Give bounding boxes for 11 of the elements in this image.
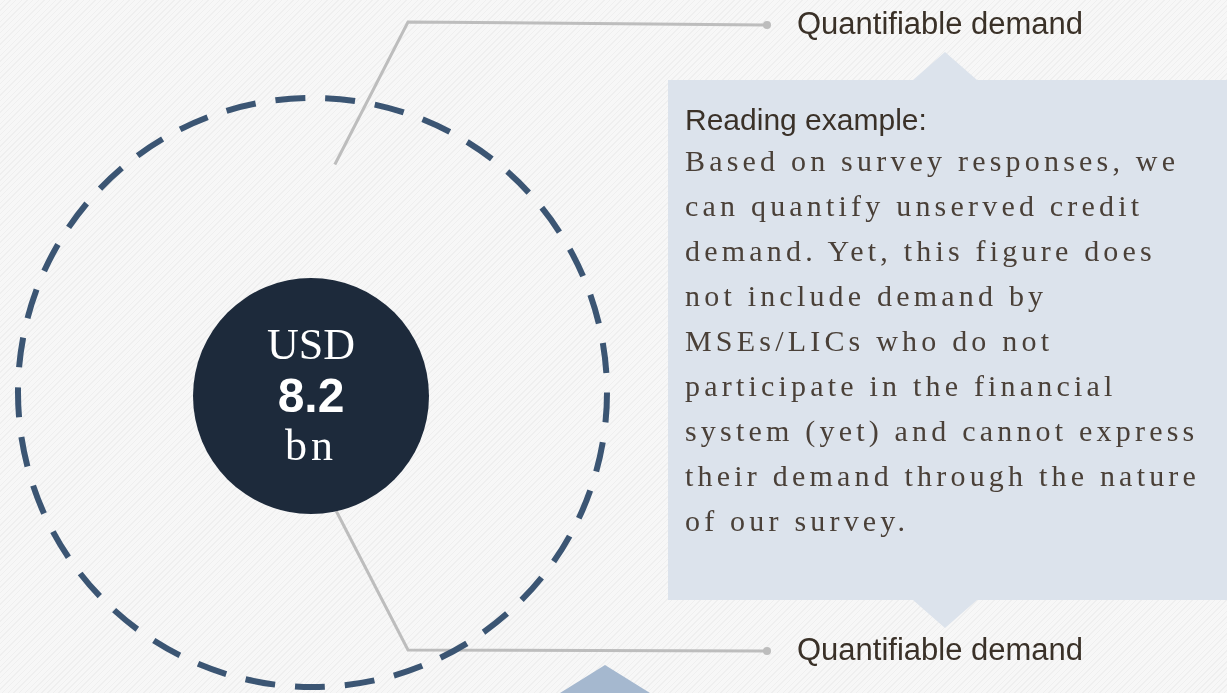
callout-heading: Reading example: [685, 102, 928, 138]
callout-label: Quantifiable demand [797, 634, 1157, 668]
unit-text: bn [285, 422, 337, 471]
leader-line [335, 510, 771, 655]
callout-label: Quantifiable demand [797, 8, 1157, 42]
unit-text: USD [267, 321, 355, 370]
callout-box [668, 80, 1227, 600]
value-circle [193, 278, 429, 514]
value-text: 8.2 [277, 369, 345, 423]
callout-text: Based on survey responses, we can quantify unserved credit demand. Yet, this figure does not include demand by MSEs/LICs who do not participate in the financial system (yet) and cannot express their demand through the nature of our survey. [685, 143, 1202, 539]
leader-line [333, 20, 771, 166]
